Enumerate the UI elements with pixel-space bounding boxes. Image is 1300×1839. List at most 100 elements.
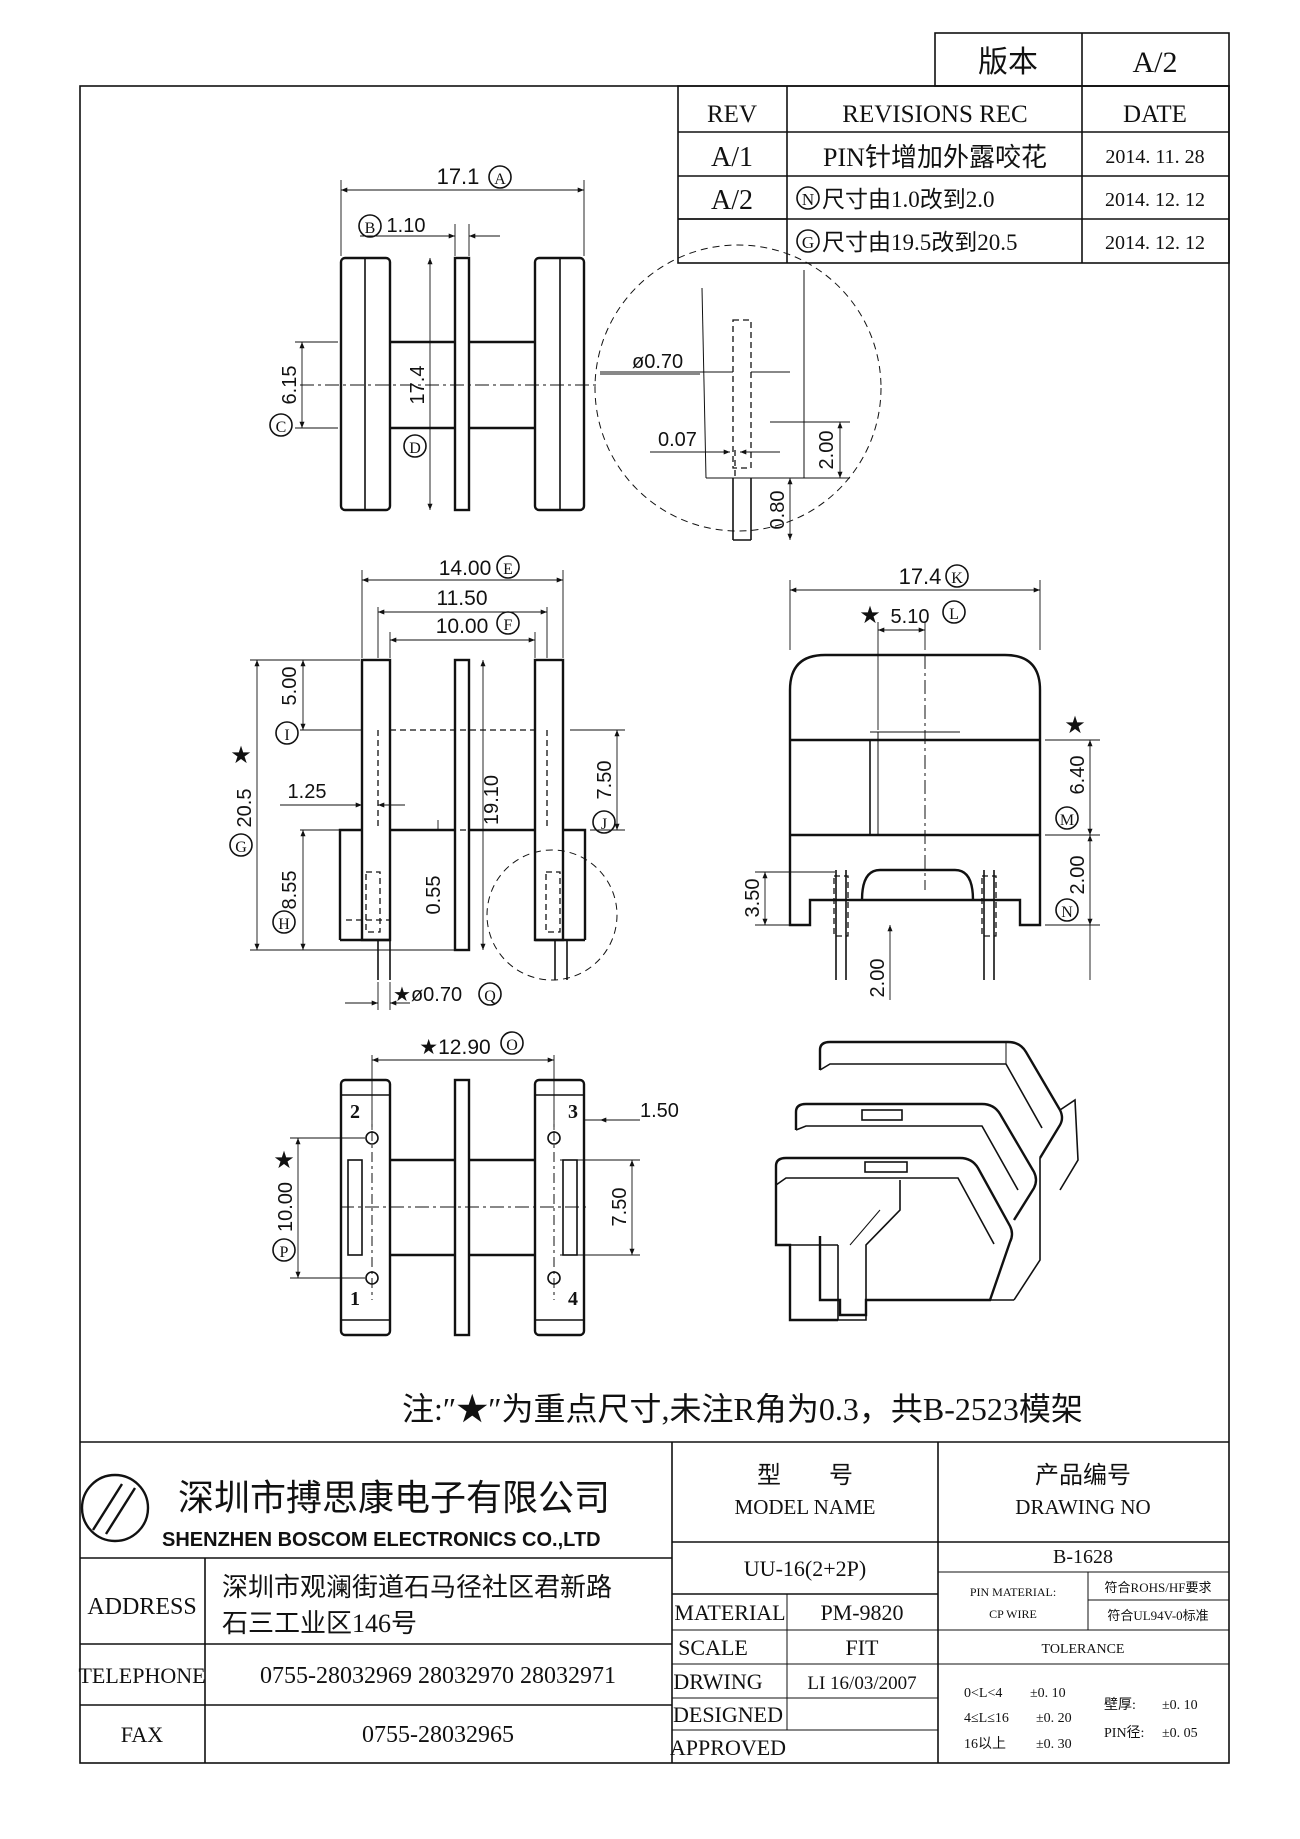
dim-8-55: 8.55: [279, 871, 301, 910]
dim-6-40: 6.40: [1067, 756, 1089, 795]
detail-0-80: 0.80: [767, 491, 789, 530]
mark-m: M: [1060, 812, 1074, 829]
approved-label: APPROVED: [670, 1735, 786, 1760]
drawing-label-cn: 产品编号: [1035, 1462, 1131, 1489]
mark-e: E: [503, 561, 513, 578]
dim-19-10: 19.10: [481, 775, 503, 825]
material-value: PM-9820: [820, 1600, 903, 1625]
dim-3-50: 3.50: [742, 879, 764, 918]
dim-1-25: 1.25: [288, 781, 327, 803]
mark-p: P: [280, 1244, 289, 1261]
tol1-range: 0<L<4: [964, 1686, 1002, 1701]
mark-i: I: [284, 727, 289, 744]
dim-20-5: 20.5: [234, 789, 256, 828]
designed-label: DESIGNED: [673, 1702, 783, 1727]
side-view: 17.4 K ★ 5.10 L ★ 6.40 M 2.00 N 3.50 2.0…: [742, 564, 1100, 1000]
date-2: 2014. 12. 12: [1105, 189, 1205, 211]
dim-12-90: ★12.90: [419, 1036, 490, 1059]
tol2-value: ±0. 20: [1036, 1711, 1072, 1726]
star-p: ★: [273, 1147, 295, 1174]
mark-b: B: [365, 220, 376, 237]
detail-dia-0-70: ø0.70: [632, 351, 683, 373]
mark-l: L: [949, 606, 959, 623]
model-value: UU-16(2+2P): [744, 1556, 866, 1581]
mark-n-dim: N: [1061, 904, 1073, 921]
model-label-cn: 型 号: [757, 1462, 853, 1489]
telephone-value: 0755-28032969 28032970 28032971: [260, 1663, 616, 1689]
rev-1: A/1: [711, 142, 753, 173]
dim-17-4-k: 17.4: [899, 564, 942, 589]
pin-dia-label: PIN径:: [1104, 1725, 1144, 1741]
mark-a: A: [494, 171, 506, 188]
dim-5-10: 5.10: [891, 606, 930, 628]
dim-10-00-p: 10.00: [275, 1182, 297, 1232]
dim-10-00-f: 10.00: [436, 615, 489, 638]
detail-2-00: 2.00: [816, 431, 838, 470]
mark-c: C: [276, 419, 287, 436]
company-logo-icon: [80, 1473, 150, 1543]
pin-3: 3: [568, 1101, 578, 1123]
wall-label: 壁厚:: [1104, 1697, 1136, 1713]
telephone-label: TELEPHONE: [78, 1663, 205, 1688]
mark-g: G: [802, 233, 814, 252]
pin-2: 2: [350, 1101, 360, 1123]
version-label: 版本: [978, 46, 1038, 79]
isometric-view: [774, 1040, 1079, 1322]
material-label: MATERIAL: [674, 1600, 785, 1625]
mark-k: K: [951, 570, 963, 587]
detail-circle: ø0.70 0.07 2.00 0.80: [594, 244, 882, 541]
rohs-text: 符合ROHS/HF要求: [1105, 1580, 1212, 1595]
date-3: 2014. 12. 12: [1105, 232, 1205, 254]
wall-value: ±0. 10: [1162, 1698, 1198, 1713]
rec-header: REVISIONS REC: [842, 101, 1027, 128]
mark-n: N: [802, 190, 814, 209]
pin-material-value: CP WIRE: [989, 1607, 1037, 1621]
version-box: 版本 A/2: [934, 32, 1230, 87]
scale-value: FIT: [846, 1635, 880, 1660]
revision-table: REV REVISIONS REC DATE A/1 PIN针增加外露咬花 20…: [677, 85, 1230, 264]
dim-14-00: 14.00: [439, 557, 492, 580]
rec-3: 尺寸由19.5改到20.5: [822, 230, 1018, 255]
mark-j: J: [601, 816, 607, 833]
star-l: ★: [859, 602, 881, 629]
rec-1: PIN针增加外露咬花: [823, 143, 1047, 172]
rec-2: 尺寸由1.0改到2.0: [822, 187, 995, 212]
mark-d: D: [409, 440, 421, 457]
drwing-label: DRWING: [673, 1669, 762, 1694]
ul-text: 符合UL94V-0标准: [1107, 1608, 1208, 1623]
company-name-cn: 深圳市搏思康电子有限公司: [178, 1478, 610, 1518]
drawing-value: B-1628: [1053, 1546, 1113, 1568]
star-g: ★: [230, 742, 252, 769]
model-label-en: MODEL NAME: [735, 1495, 876, 1519]
mark-q: Q: [484, 988, 496, 1005]
tol2-range: 4≤L≤16: [964, 1711, 1009, 1726]
mark-o: O: [506, 1037, 518, 1054]
mark-f: F: [504, 617, 513, 634]
fax-label: FAX: [121, 1722, 163, 1747]
dim-2-00-n: 2.00: [1067, 856, 1089, 895]
top-view: 17.1 A B 1.10 6.15 C 17.4 D: [269, 164, 600, 512]
pin-material-label: PIN MATERIAL:: [970, 1585, 1056, 1599]
fax-value: 0755-28032965: [362, 1722, 514, 1748]
date-header: DATE: [1123, 101, 1187, 128]
mark-g-dim: G: [235, 839, 247, 856]
dim-7-50-j: 7.50: [594, 761, 616, 800]
mark-h: H: [278, 916, 290, 933]
dim-1-10: 1.10: [387, 215, 426, 237]
dim-6-15: 6.15: [279, 366, 301, 405]
tolerance-label: TOLERANCE: [1042, 1642, 1125, 1657]
version-value: A/2: [1133, 46, 1178, 79]
address-label: ADDRESS: [87, 1594, 196, 1620]
pin-1: 1: [350, 1288, 360, 1310]
mark-n-circle: [796, 186, 820, 210]
tol1-value: ±0. 10: [1030, 1686, 1066, 1701]
bottom-view: 2 3 1 4 ★12.90 O 1.50 7.50 10.00 ★ P: [272, 1031, 679, 1337]
pin-4: 4: [568, 1288, 578, 1310]
mark-g-circle: [796, 229, 820, 253]
sheet-border: [79, 85, 1230, 1764]
pin-dia-value: ±0. 05: [1162, 1726, 1198, 1741]
tol3-range: 16以上: [964, 1736, 1006, 1752]
dim-1-50: 1.50: [640, 1100, 679, 1122]
date-1: 2014. 11. 28: [1105, 146, 1204, 168]
dim-0-55: 0.55: [423, 876, 445, 915]
